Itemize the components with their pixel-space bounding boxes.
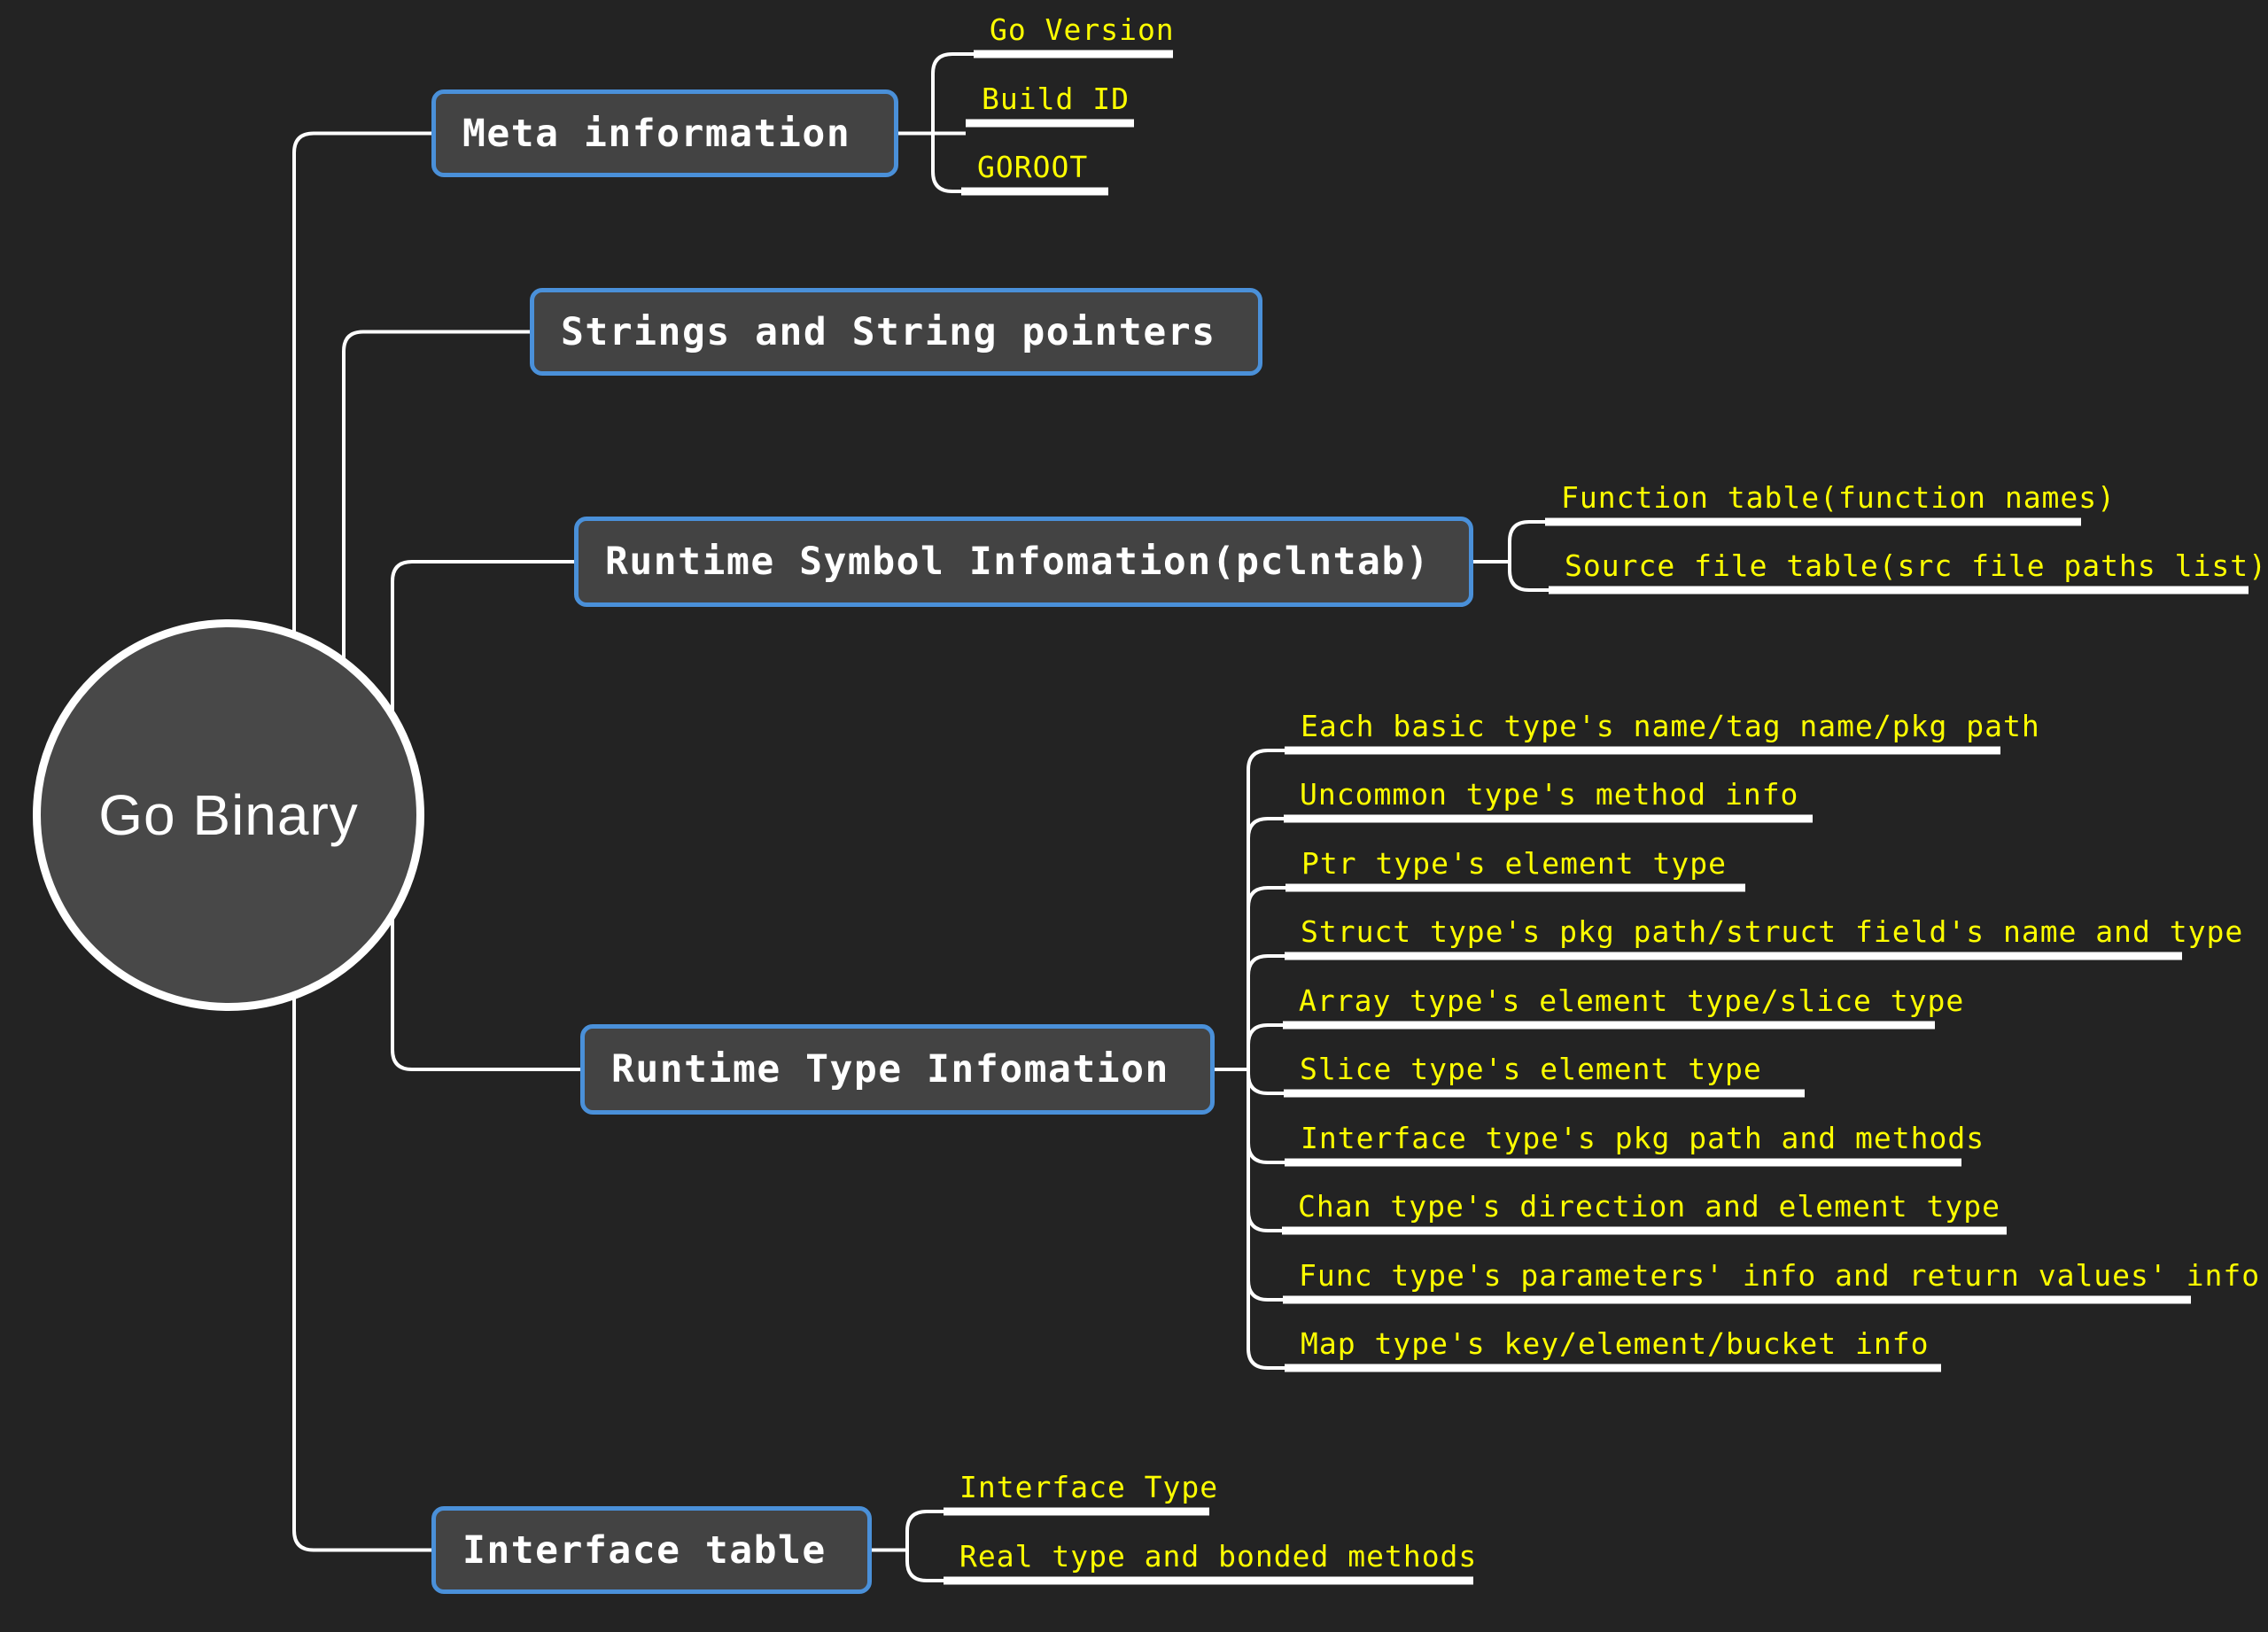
leaf-node-label: Source file table(src file paths list) xyxy=(1565,548,2267,583)
branch-node-0[interactable]: Meta information xyxy=(431,89,898,177)
connector xyxy=(1247,1069,1285,1164)
leaf-node-4-0[interactable]: Interface Type xyxy=(959,1473,1218,1502)
connector xyxy=(1247,1069,1285,1370)
leaf-node-3-9[interactable]: Map type's key/element/bucket info xyxy=(1301,1329,1930,1358)
leaf-node-label: Real type and bonded methods xyxy=(959,1539,1478,1574)
connector xyxy=(931,52,974,134)
leaf-node-label: Func type's parameters' info and return … xyxy=(1299,1258,2261,1293)
connector xyxy=(1247,817,1284,1069)
connector xyxy=(391,813,580,1071)
branch-node-1[interactable]: Strings and String pointers xyxy=(530,288,1262,376)
leaf-node-3-5[interactable]: Slice type's element type xyxy=(1300,1054,1762,1084)
leaf-node-label: Array type's element type/slice type xyxy=(1299,983,1965,1018)
leaf-node-3-6[interactable]: Interface type's pkg path and methods xyxy=(1301,1123,1984,1153)
leaf-node-label: Each basic type's name/tag name/pkg path xyxy=(1301,709,2040,743)
leaf-node-4-1[interactable]: Real type and bonded methods xyxy=(959,1542,1477,1571)
leaf-node-3-8[interactable]: Func type's parameters' info and return … xyxy=(1299,1261,2260,1290)
branch-node-label: Runtime Symbol Infomation(pclntab) xyxy=(605,540,1431,584)
leaf-node-3-0[interactable]: Each basic type's name/tag name/pkg path xyxy=(1301,711,2040,741)
leaf-node-label: Slice type's element type xyxy=(1300,1052,1762,1086)
connector xyxy=(1247,886,1285,1069)
leaf-node-0-1[interactable]: Build ID xyxy=(982,84,1130,113)
root-node-label: Go Binary xyxy=(98,783,359,847)
branch-node-label: Interface table xyxy=(462,1527,827,1573)
leaf-node-0-2[interactable]: GOROOT xyxy=(977,152,1088,182)
leaf-node-2-1[interactable]: Source file table(src file paths list) xyxy=(1565,551,2267,580)
branch-node-label: Meta information xyxy=(462,111,851,156)
leaf-node-label: Struct type's pkg path/struct field's na… xyxy=(1301,914,2244,949)
leaf-node-3-3[interactable]: Struct type's pkg path/struct field's na… xyxy=(1301,917,2243,946)
connector xyxy=(1247,749,1285,1069)
leaf-node-label: Build ID xyxy=(982,82,1130,116)
connector xyxy=(1508,562,1549,592)
leaf-node-3-7[interactable]: Chan type's direction and element type xyxy=(1298,1192,2000,1221)
connector xyxy=(1247,954,1285,1069)
branch-node-label: Runtime Type Infomation xyxy=(611,1047,1169,1092)
leaf-node-label: Chan type's direction and element type xyxy=(1298,1189,2000,1224)
connector xyxy=(905,1510,944,1550)
root-node-go-binary[interactable]: Go Binary xyxy=(33,619,424,1011)
leaf-node-label: Ptr type's element type xyxy=(1301,846,1727,881)
leaf-node-2-0[interactable]: Function table(function names) xyxy=(1561,483,2116,512)
leaf-node-3-1[interactable]: Uncommon type's method info xyxy=(1300,780,1798,809)
leaf-node-label: GOROOT xyxy=(977,150,1089,184)
leaf-node-label: Interface type's pkg path and methods xyxy=(1301,1121,1985,1155)
connector xyxy=(1247,1069,1282,1232)
leaf-node-label: Function table(function names) xyxy=(1561,480,2117,515)
connector xyxy=(1247,1023,1283,1069)
connector xyxy=(1247,1069,1283,1302)
leaf-node-label: Map type's key/element/bucket info xyxy=(1301,1326,1930,1361)
leaf-node-0-0[interactable]: Go Version xyxy=(990,15,1175,44)
leaf-node-3-2[interactable]: Ptr type's element type xyxy=(1301,849,1727,878)
connector xyxy=(931,133,961,193)
connector xyxy=(1247,1069,1284,1095)
branch-node-3[interactable]: Runtime Type Infomation xyxy=(580,1024,1215,1115)
leaf-node-label: Interface Type xyxy=(959,1470,1219,1504)
connector xyxy=(1508,520,1545,562)
branch-node-2[interactable]: Runtime Symbol Infomation(pclntab) xyxy=(574,517,1473,607)
leaf-node-label: Go Version xyxy=(990,12,1175,47)
leaf-node-label: Uncommon type's method info xyxy=(1300,777,1799,812)
branch-node-label: Strings and String pointers xyxy=(561,309,1216,354)
leaf-node-3-4[interactable]: Array type's element type/slice type xyxy=(1299,986,1964,1015)
branch-node-4[interactable]: Interface table xyxy=(431,1506,872,1594)
connector xyxy=(905,1550,944,1582)
